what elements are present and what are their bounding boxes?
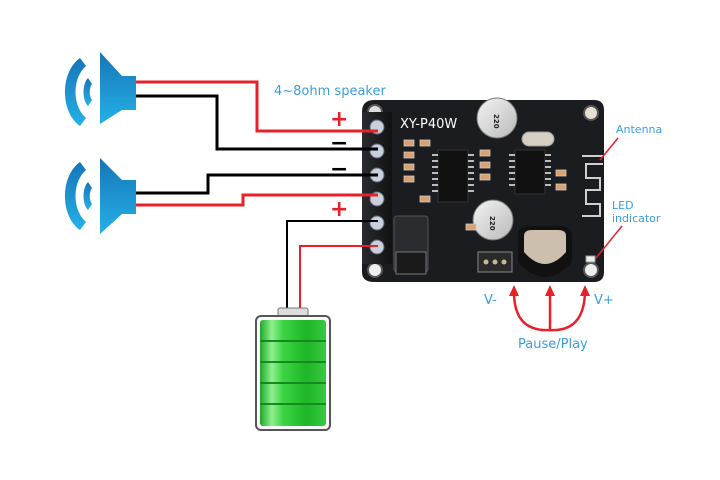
sound-wave-icon — [65, 162, 86, 230]
terminal-screw[interactable] — [369, 215, 385, 231]
terminal-screw[interactable] — [369, 143, 385, 159]
speaker-1 — [65, 52, 136, 126]
sound-wave-icon — [65, 58, 86, 126]
led-label-line1: LED — [612, 199, 634, 212]
wire-red-speaker1-positive — [136, 80, 378, 133]
crystal-oscillator — [521, 131, 555, 147]
antenna-label: Antenna — [616, 123, 662, 136]
wire-red-speaker2-positive — [136, 193, 378, 207]
speaker-icon — [100, 158, 136, 234]
sound-wave-icon — [83, 182, 92, 210]
wire-black-battery — [286, 220, 378, 310]
terminal-sign-positive: + — [330, 107, 348, 132]
capacitor: 220 — [472, 199, 514, 241]
volume-up-label: V+ — [594, 293, 614, 308]
terminal-sign-negative: − — [330, 131, 348, 156]
battery-icon — [255, 307, 331, 431]
led-indicator — [585, 255, 596, 263]
antenna-pointer-arrow — [599, 137, 619, 161]
arrow-head-icon — [545, 285, 555, 296]
svg-text:220: 220 — [488, 216, 496, 231]
arrow-head-icon — [580, 285, 590, 296]
amplifier-board: XY-P40W 220 220 — [362, 97, 604, 282]
speaker-2 — [65, 158, 136, 234]
board-model-label: XY-P40W — [400, 117, 457, 132]
pause-play-label: Pause/Play — [518, 337, 588, 352]
wire-black-speaker2-negative — [136, 173, 378, 195]
knob-direction-arrows — [512, 291, 587, 332]
terminal-sign-negative: − — [330, 157, 348, 182]
rotary-knob[interactable] — [518, 226, 572, 277]
volume-down-label: V- — [484, 293, 497, 308]
sound-wave-icon — [83, 78, 92, 106]
led-pointer-arrow — [595, 225, 623, 259]
wire-red-battery — [299, 245, 378, 310]
antenna-trace — [582, 155, 603, 217]
bluetooth-chip — [514, 149, 546, 195]
speaker-spec-label: 4~8ohm speaker — [274, 84, 386, 99]
speaker-icon — [100, 52, 136, 124]
wire-black-speaker1-negative — [136, 94, 378, 151]
svg-text:220: 220 — [492, 114, 500, 129]
capacitor: 220 — [476, 97, 518, 139]
terminal-block — [362, 112, 392, 264]
amplifier-chip — [437, 149, 469, 203]
arrow-head-icon — [509, 285, 519, 296]
terminal-sign-positive: + — [330, 197, 348, 222]
led-label-line2: indicator — [612, 212, 661, 225]
